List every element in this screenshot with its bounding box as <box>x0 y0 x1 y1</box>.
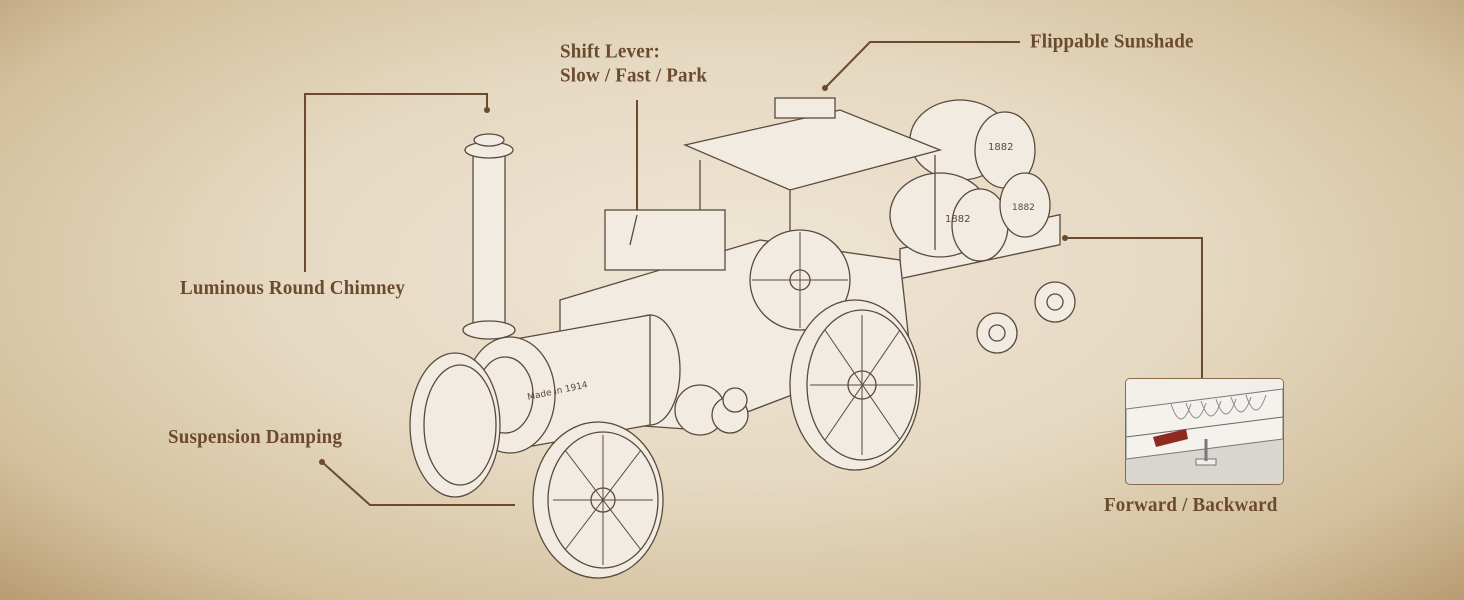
wheel-spokes <box>553 232 914 565</box>
suspension-label: Suspension Damping <box>168 426 343 449</box>
forward-backward-detail-inset <box>1125 378 1284 485</box>
tractor-drawing <box>409 97 1076 579</box>
chimney-label: Luminous Round Chimney <box>180 277 406 300</box>
suspension-leader <box>321 461 515 506</box>
leader-lines <box>304 41 1203 506</box>
chimney-leader <box>304 93 488 272</box>
shift-lever-label-line2: Slow / Fast / Park <box>560 64 708 87</box>
shift-lever-label-line1: Shift Lever: <box>560 40 661 63</box>
direction-label: Forward / Backward <box>1104 494 1278 517</box>
barrel-text: 1882 <box>945 214 970 225</box>
gear-rail-drawing <box>1126 379 1283 466</box>
direction-lever-icon <box>1153 429 1188 447</box>
barrel-text: 1882 <box>1012 203 1035 213</box>
sunshade-label: Flippable Sunshade <box>1030 30 1194 53</box>
direction-leader <box>1065 237 1203 378</box>
sunshade-leader <box>824 41 1020 89</box>
barrel-text: 1882 <box>988 142 1013 153</box>
